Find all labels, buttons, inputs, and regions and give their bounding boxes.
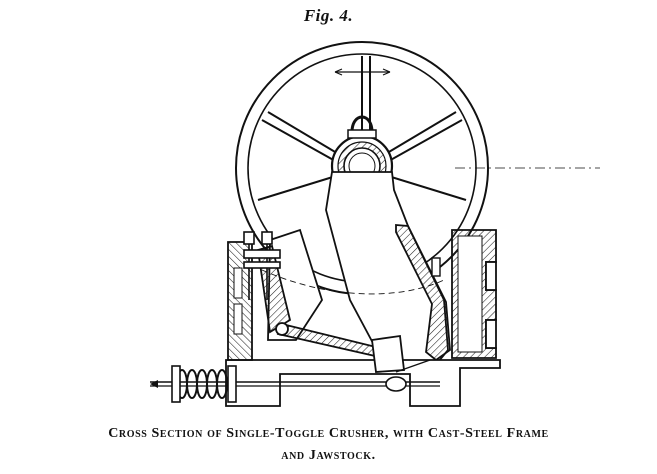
caption-line-2: and Jawstock. bbox=[281, 448, 376, 463]
feed-line bbox=[261, 269, 445, 295]
jawstock bbox=[325, 171, 451, 374]
figure-label: Fig. 4. bbox=[303, 6, 354, 25]
crusher-cross-section-drawing bbox=[150, 41, 600, 407]
caption-line-1: Cross Section of Single-Toggle Crusher, … bbox=[108, 426, 549, 441]
tension-spring-icon bbox=[150, 359, 440, 403]
side-bracket bbox=[431, 257, 441, 277]
crusher-frame bbox=[225, 228, 501, 407]
frame-bolts bbox=[243, 231, 281, 300]
toggle-plate-icon bbox=[275, 322, 406, 373]
